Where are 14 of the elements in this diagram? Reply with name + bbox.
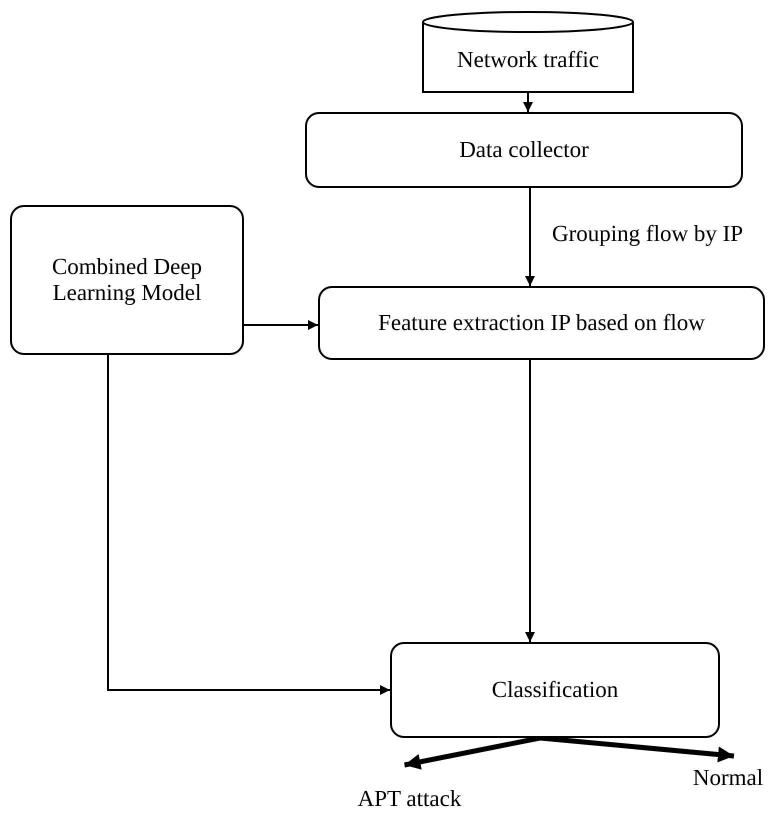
arrow [523,92,533,112]
process-box: Combined Deep Learning Model [10,205,244,355]
arrow [244,320,318,330]
output-label: Normal [692,764,764,792]
arrow [525,188,535,286]
output-label: APT attack [358,784,462,813]
arrow [525,360,535,642]
arrow [107,355,390,695]
process-box: Data collector [305,112,743,188]
process-box: Feature extraction IP based on flow [318,286,765,360]
arrow [540,736,734,762]
process-box: Classification [390,642,720,738]
arrow [404,736,540,770]
data-source-label: Network traffic [457,46,599,74]
